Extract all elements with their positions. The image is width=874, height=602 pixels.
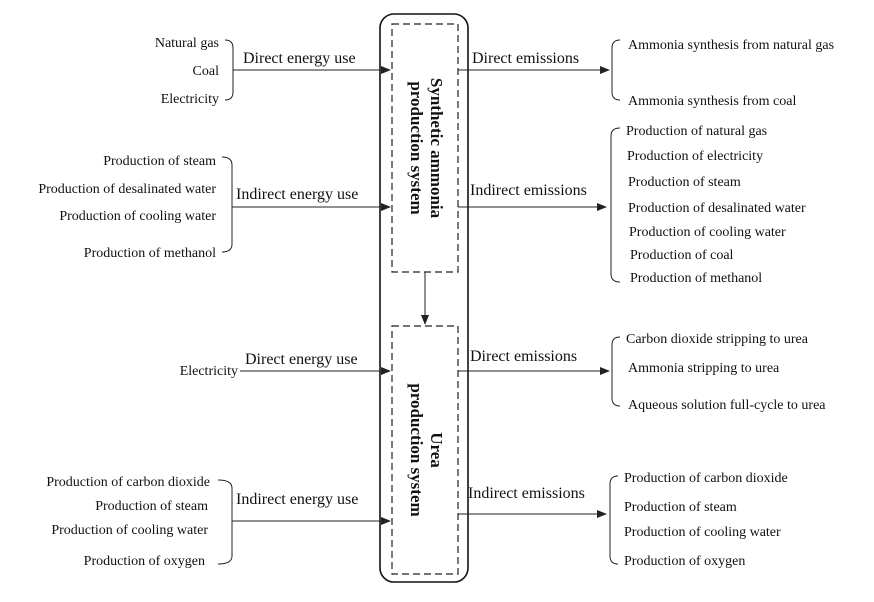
urea-indirect-input: Production of cooling water: [51, 523, 208, 538]
urea-direct-output-group: Direct emissions Carbon dioxide strippin…: [458, 332, 826, 413]
urea-indirect-input-group: Production of carbon dioxide Production …: [46, 475, 391, 569]
urea-direct-input-group: Electricity Direct energy use: [180, 351, 391, 379]
ammonia-indirect-output-bracket: [610, 127, 621, 283]
urea-direct-output: Carbon dioxide stripping to urea: [626, 332, 809, 347]
ammonia-indirect-output: Production of natural gas: [626, 124, 767, 139]
urea-indirect-input: Production of oxygen: [84, 554, 205, 569]
ammonia-indirect-input: Production of methanol: [84, 246, 216, 261]
ammonia-indirect-output: Production of coal: [630, 248, 734, 263]
ammonia-indirect-input: Production of cooling water: [59, 209, 216, 224]
urea-direct-emissions-label: Direct emissions: [470, 348, 577, 365]
urea-indirect-output: Production of steam: [624, 500, 737, 515]
ammonia-indirect-bracket: [221, 156, 233, 253]
ammonia-indirect-output: Production of cooling water: [629, 225, 786, 240]
ammonia-direct-input-group: Natural gas Coal Electricity Direct ener…: [155, 36, 391, 107]
urea-indirect-energy-label: Indirect energy use: [236, 491, 358, 508]
ammonia-indirect-input-group: Production of steam Production of desali…: [38, 154, 391, 261]
ammonia-indirect-output: Production of methanol: [630, 271, 762, 286]
urea-indirect-output-bracket: [609, 475, 619, 565]
ammonia-direct-output-group: Direct emissions Ammonia synthesis from …: [458, 38, 834, 109]
urea-indirect-output: Production of cooling water: [624, 525, 781, 540]
ammonia-direct-output-bracket: [611, 39, 621, 101]
ammonia-direct-input: Coal: [193, 64, 220, 79]
ammonia-direct-input: Electricity: [161, 92, 219, 107]
ammonia-indirect-output: Production of steam: [628, 175, 741, 190]
urea-indirect-output-group: Indirect emissions Production of carbon …: [458, 471, 788, 569]
ammonia-indirect-emissions-label: Indirect emissions: [470, 182, 587, 199]
ammonia-indirect-output: Production of desalinated water: [628, 201, 806, 216]
ammonia-direct-input: Natural gas: [155, 36, 219, 51]
ammonia-indirect-input: Production of steam: [103, 154, 216, 169]
urea-title-line1: Urea: [427, 432, 446, 468]
urea-direct-output-bracket: [611, 336, 621, 407]
ammonia-indirect-energy-label: Indirect energy use: [236, 186, 358, 203]
urea-direct-output: Aqueous solution full-cycle to urea: [628, 398, 826, 413]
urea-title: Urea production system: [407, 383, 446, 516]
ammonia-direct-output: Ammonia synthesis from coal: [628, 94, 796, 109]
synthetic-title-line1: Synthetic ammonia: [427, 78, 446, 219]
urea-direct-output: Ammonia stripping to urea: [628, 361, 780, 376]
urea-indirect-output: Production of oxygen: [624, 554, 745, 569]
ammonia-indirect-output-group: Indirect emissions Production of natural…: [458, 124, 806, 286]
ammonia-direct-bracket: [224, 39, 234, 101]
urea-indirect-output: Production of carbon dioxide: [624, 471, 788, 486]
urea-title-line2: production system: [407, 383, 426, 516]
outer-system-frame: [379, 13, 469, 583]
ammonia-direct-emissions-label: Direct emissions: [472, 50, 579, 67]
ammonia-indirect-input: Production of desalinated water: [38, 182, 216, 197]
ammonia-indirect-output: Production of electricity: [627, 149, 763, 164]
urea-box: [391, 325, 459, 575]
urea-indirect-input: Production of steam: [95, 499, 208, 514]
synthetic-title-line2: production system: [407, 81, 426, 214]
urea-direct-energy-label: Direct energy use: [245, 351, 358, 368]
urea-indirect-input: Production of carbon dioxide: [46, 475, 210, 490]
ammonia-direct-energy-label: Direct energy use: [243, 50, 356, 67]
urea-indirect-bracket: [217, 479, 233, 565]
ammonia-direct-output: Ammonia synthesis from natural gas: [628, 38, 834, 53]
synthetic-ammonia-title: Synthetic ammonia production system: [407, 78, 446, 219]
urea-indirect-emissions-label: Indirect emissions: [468, 485, 585, 502]
urea-direct-input: Electricity: [180, 364, 238, 379]
